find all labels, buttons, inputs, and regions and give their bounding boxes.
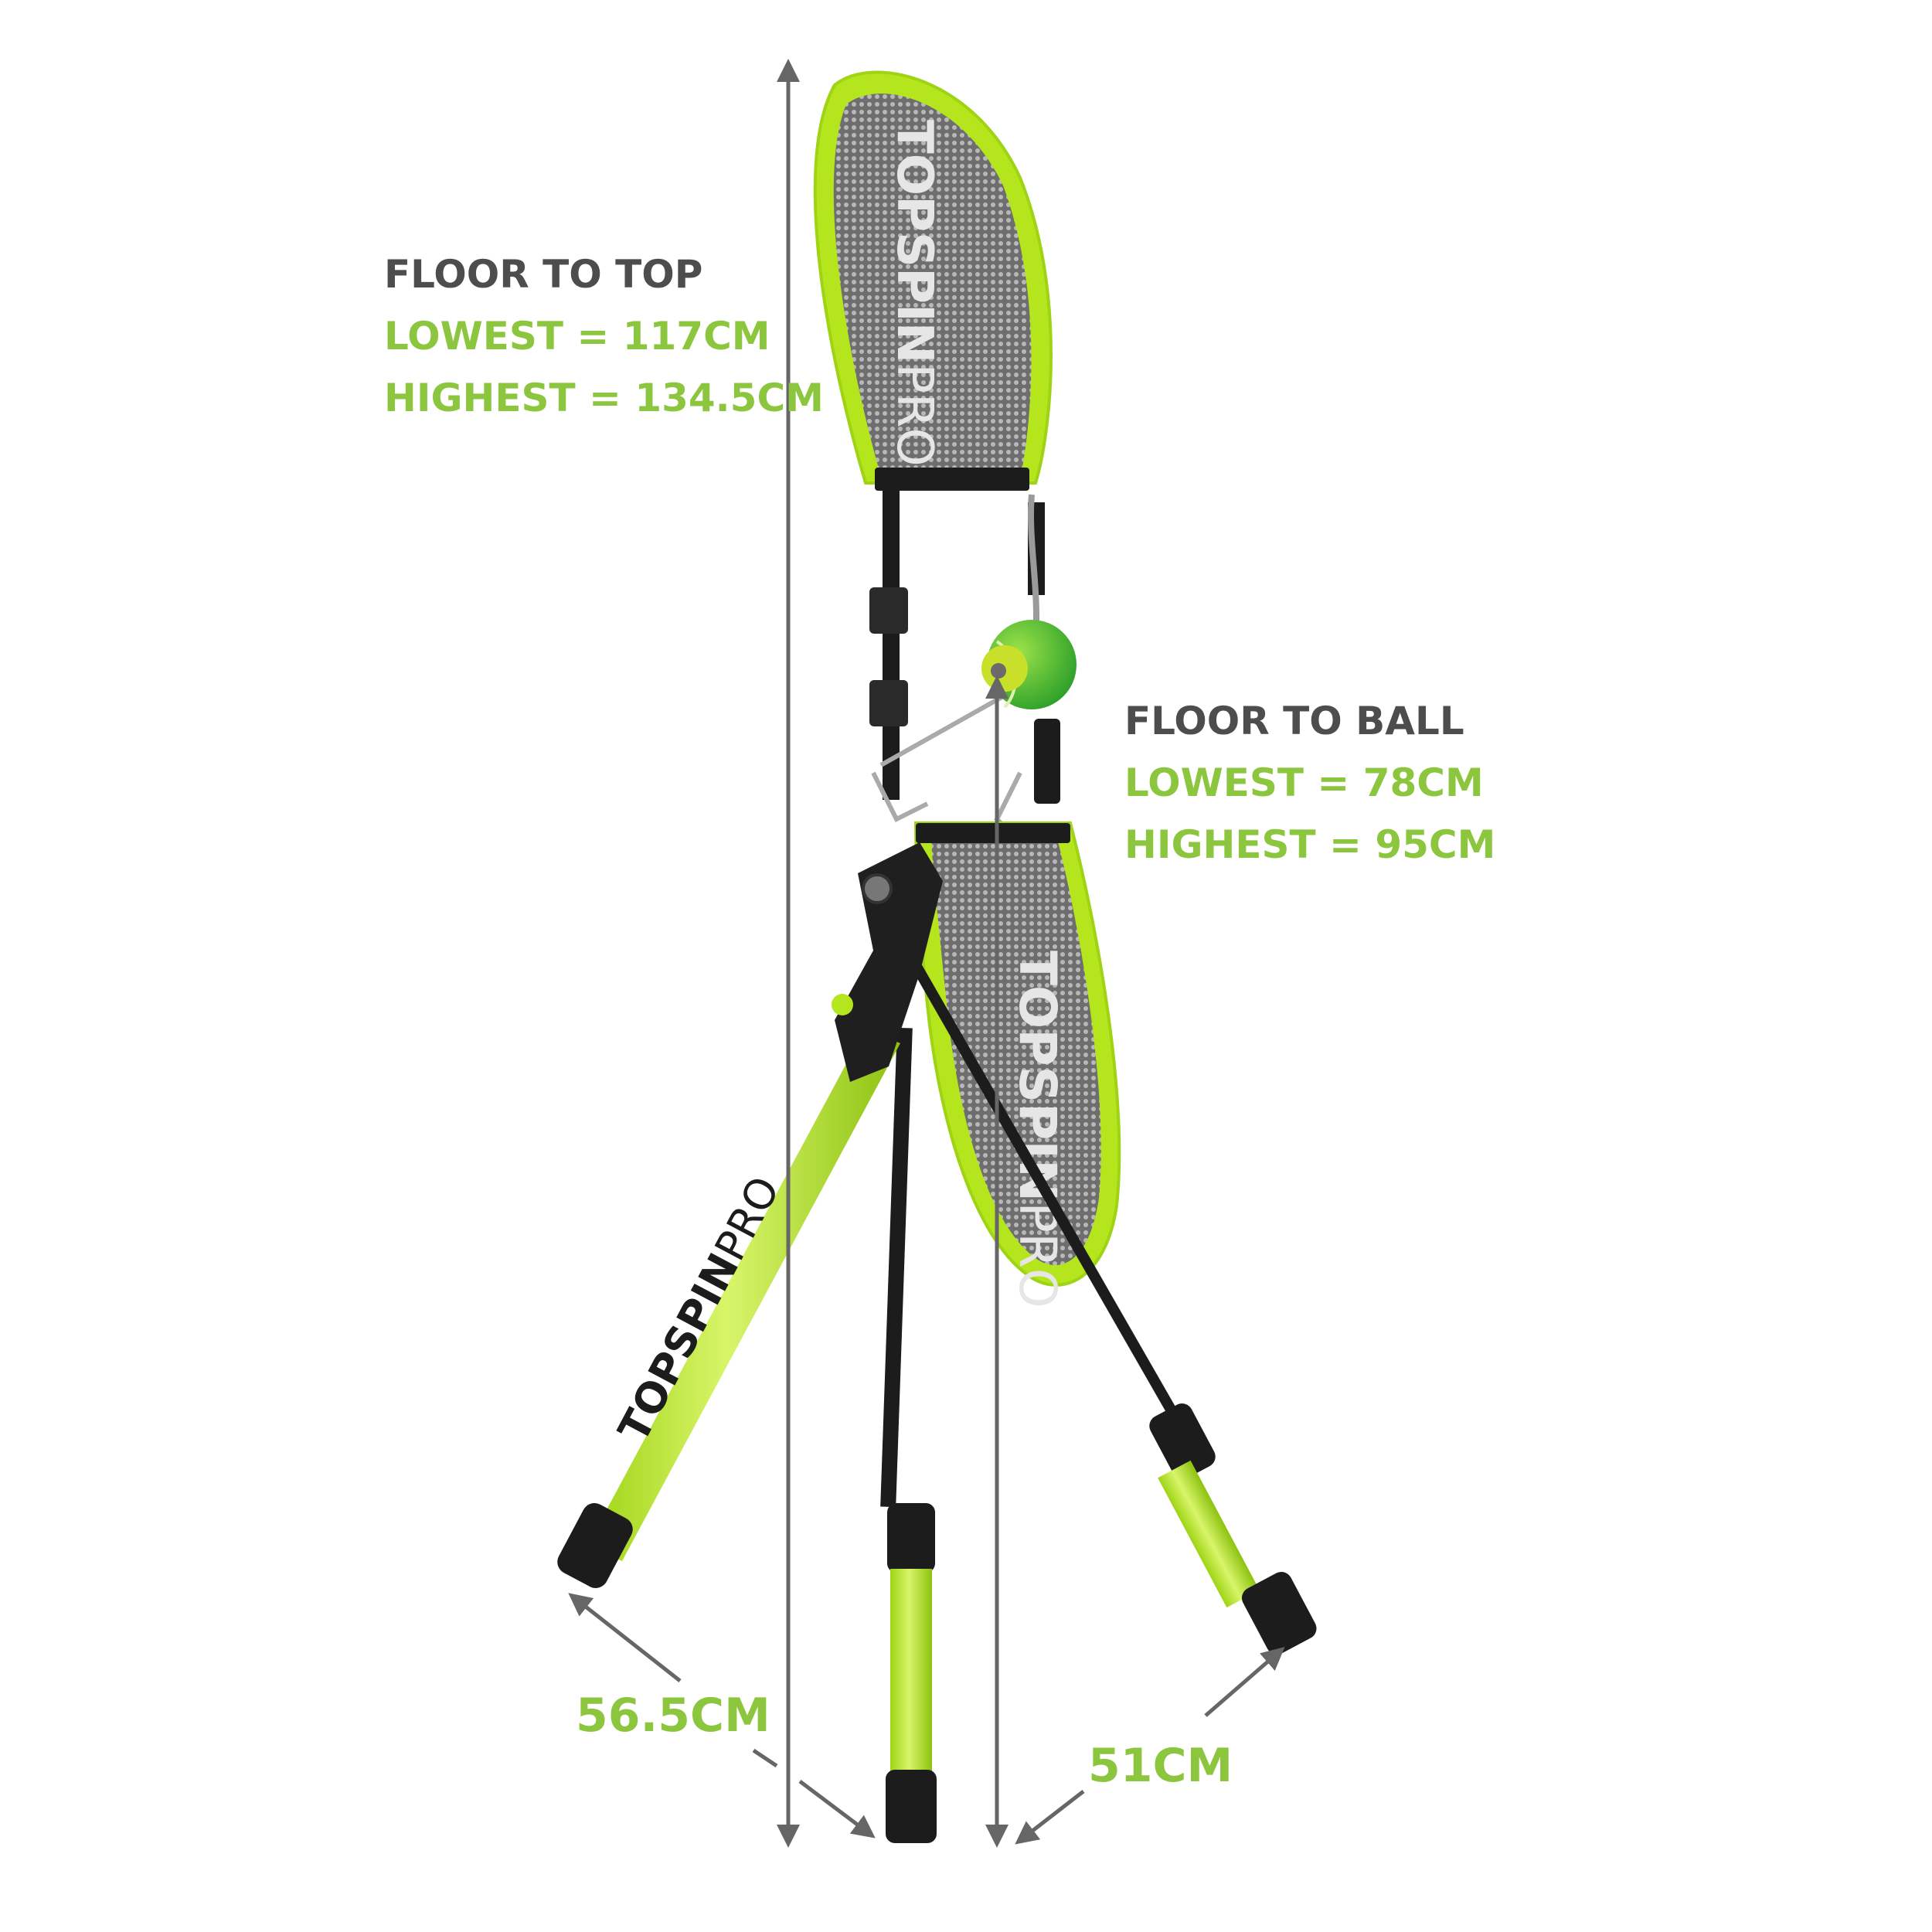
dimension-arrows [568, 59, 1285, 1848]
tripod-hub [832, 842, 943, 1082]
base-arrow-left-lower [752, 1748, 778, 1768]
floor-to-top-heading: FLOOR TO TOP [384, 252, 702, 297]
rear-rod [906, 955, 1188, 1433]
lower-paddle-brand-text: TOPSPINPRO [1008, 951, 1067, 1308]
right-leg [1149, 1403, 1317, 1655]
upper-paddle: TOPSPINPRO [813, 70, 1053, 491]
paddle-straps [869, 491, 1060, 829]
base-arrow-left-upper [568, 1593, 682, 1682]
base-arrow-left-tip [798, 1780, 876, 1838]
upper-paddle-band [875, 468, 1029, 491]
center-leg [880, 1027, 937, 1843]
lower-paddle: TOPSPINPRO [913, 821, 1121, 1308]
floor-to-top-block: FLOOR TO TOP LOWEST = 117CM HIGHEST = 13… [384, 252, 824, 420]
floor-to-ball-block: FLOOR TO BALL LOWEST = 78CM HIGHEST = 95… [1124, 699, 1495, 867]
tripod-base: TOPSPINPRO [557, 842, 1317, 1843]
left-leg: TOPSPINPRO [557, 1028, 900, 1588]
upper-paddle-mesh [833, 94, 1032, 471]
lower-paddle-mesh [931, 838, 1101, 1266]
right-base-dimension: 51CM [1088, 1739, 1233, 1793]
upper-paddle-brand-text: TOPSPINPRO [886, 120, 943, 467]
floor-to-ball-highest: HIGHEST = 95CM [1124, 822, 1495, 867]
lower-paddle-band [916, 823, 1070, 843]
floor-to-ball-lowest: LOWEST = 78CM [1124, 760, 1484, 805]
floor-to-top-lowest: LOWEST = 117CM [384, 314, 770, 359]
floor-to-top-highest: HIGHEST = 134.5CM [384, 376, 824, 420]
base-arrow-right-lower [1015, 1790, 1085, 1845]
base-arrow-right-upper [1204, 1647, 1285, 1717]
left-base-dimension: 56.5CM [576, 1689, 770, 1743]
floor-to-ball-heading: FLOOR TO BALL [1124, 699, 1464, 743]
